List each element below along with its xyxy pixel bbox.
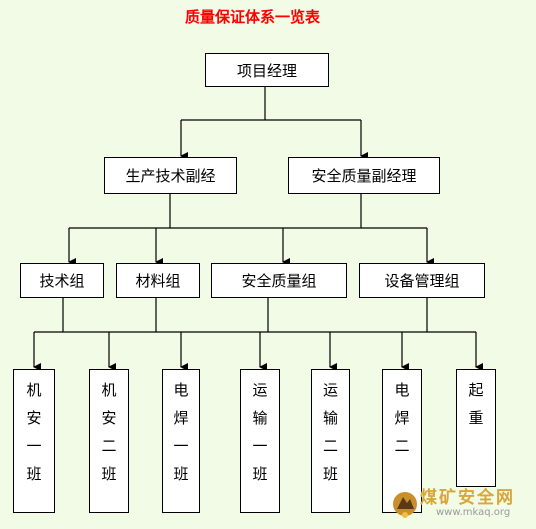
team-label: 电焊二 [392, 382, 411, 466]
node-team-2: 机安二班 [89, 369, 129, 513]
node-team-1: 机安一班 [13, 369, 55, 513]
node-safety-quality-group: 安全质量组 [211, 263, 347, 298]
mine-logo-icon [393, 492, 417, 518]
node-safety-quality-deputy: 安全质量副经理 [288, 157, 440, 194]
node-material-group: 材料组 [116, 263, 200, 298]
node-equipment-group: 设备管理组 [359, 263, 485, 298]
page-title: 质量保证体系一览表 [184, 8, 320, 26]
team-label: 起重 [466, 382, 485, 438]
team-label: 机安二班 [99, 382, 118, 494]
node-production-tech-deputy: 生产技术副经 [104, 157, 237, 194]
node-tech-group: 技术组 [20, 263, 104, 298]
team-label: 运输二班 [321, 382, 339, 494]
team-label: 机安一班 [24, 382, 43, 494]
watermark: 煤矿安全网 www.mkaq.org [392, 483, 532, 525]
node-team-6: 电焊二 [382, 369, 422, 513]
team-label: 运输一班 [250, 382, 269, 494]
watermark-text: 煤矿安全网 [420, 488, 515, 508]
node-team-4: 运输一班 [240, 369, 280, 513]
node-project-manager: 项目经理 [205, 53, 329, 87]
node-team-5: 运输二班 [311, 369, 350, 513]
team-label: 电焊一班 [171, 382, 190, 494]
node-team-3: 电焊一班 [162, 369, 200, 513]
node-team-7: 起重 [456, 369, 496, 487]
watermark-url: www.mkaq.org [436, 507, 511, 518]
